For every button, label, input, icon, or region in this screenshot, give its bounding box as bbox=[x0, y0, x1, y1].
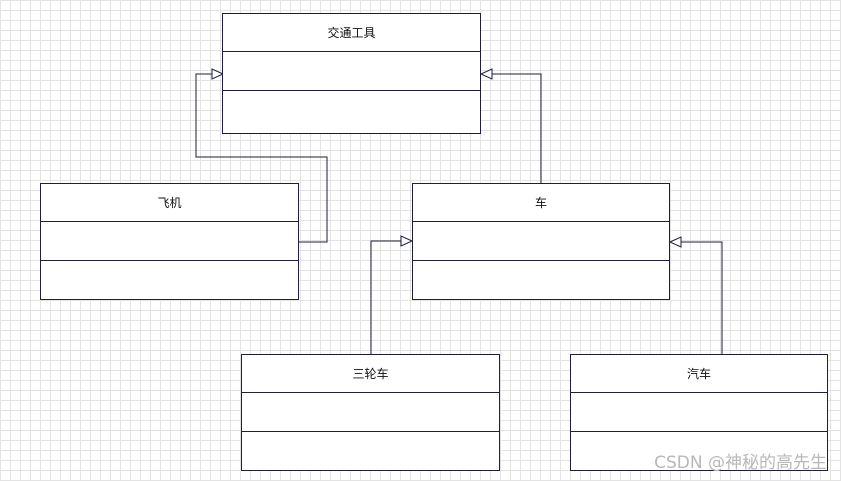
class-tricycle-attributes bbox=[242, 393, 499, 432]
class-airplane[interactable]: 飞机 bbox=[40, 183, 299, 300]
class-car-methods bbox=[413, 261, 669, 299]
edge-automobile-car bbox=[681, 241, 723, 354]
class-airplane-methods bbox=[41, 261, 298, 299]
class-car-name: 车 bbox=[413, 184, 669, 222]
class-vehicle-methods bbox=[223, 91, 480, 133]
class-automobile-attributes bbox=[571, 393, 827, 432]
class-vehicle[interactable]: 交通工具 bbox=[222, 13, 481, 134]
class-automobile[interactable]: 汽车 bbox=[570, 354, 828, 471]
class-automobile-name: 汽车 bbox=[571, 355, 827, 393]
class-car[interactable]: 车 bbox=[412, 183, 670, 300]
arrowhead-car-vehicle bbox=[479, 68, 493, 80]
arrowhead-automobile-car bbox=[668, 236, 682, 248]
edge-airplane-vehicle bbox=[195, 73, 328, 243]
class-tricycle[interactable]: 三轮车 bbox=[241, 354, 500, 471]
edge-car-vehicle bbox=[492, 73, 542, 183]
class-car-attributes bbox=[413, 222, 669, 261]
class-vehicle-name: 交通工具 bbox=[223, 14, 480, 52]
class-airplane-attributes bbox=[41, 222, 298, 261]
class-tricycle-name: 三轮车 bbox=[242, 355, 499, 393]
arrowhead-airplane-vehicle bbox=[211, 68, 225, 80]
watermark: CSDN @神秘的高先生 bbox=[654, 453, 827, 473]
class-airplane-name: 飞机 bbox=[41, 184, 298, 222]
edge-tricycle-car bbox=[370, 240, 401, 354]
class-tricycle-methods bbox=[242, 432, 499, 470]
class-vehicle-attributes bbox=[223, 52, 480, 91]
arrowhead-tricycle-car bbox=[400, 235, 414, 247]
